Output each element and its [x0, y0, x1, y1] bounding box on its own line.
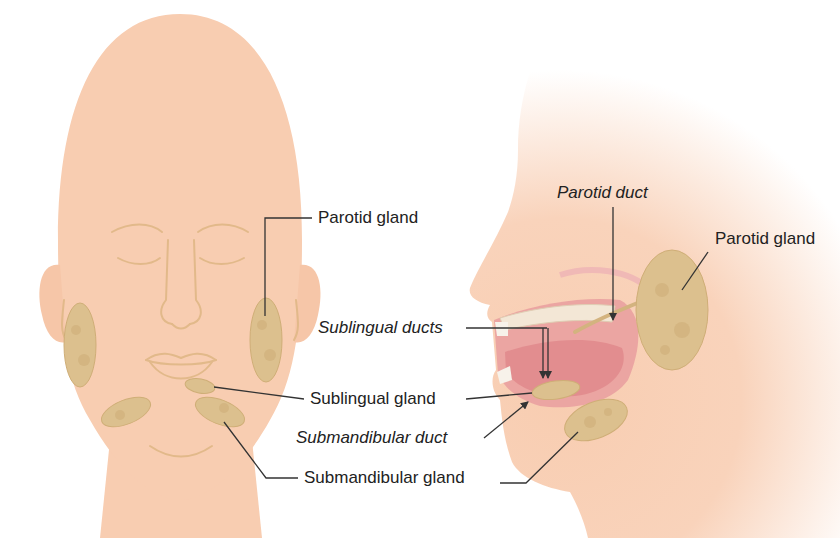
gland-label: Parotid gland [318, 208, 418, 228]
profile-head [470, 0, 840, 538]
gland-label: Submandibular duct [296, 428, 447, 448]
leader-lines [214, 207, 708, 483]
gland-label: Parotid gland [715, 229, 815, 249]
gland-label: Sublingual gland [310, 389, 436, 409]
profile-glands [531, 250, 708, 449]
gland-label: Parotid duct [557, 183, 648, 203]
gland-label: Submandibular gland [304, 468, 465, 488]
front-head [39, 14, 320, 538]
gland-label: Sublingual ducts [318, 318, 443, 338]
